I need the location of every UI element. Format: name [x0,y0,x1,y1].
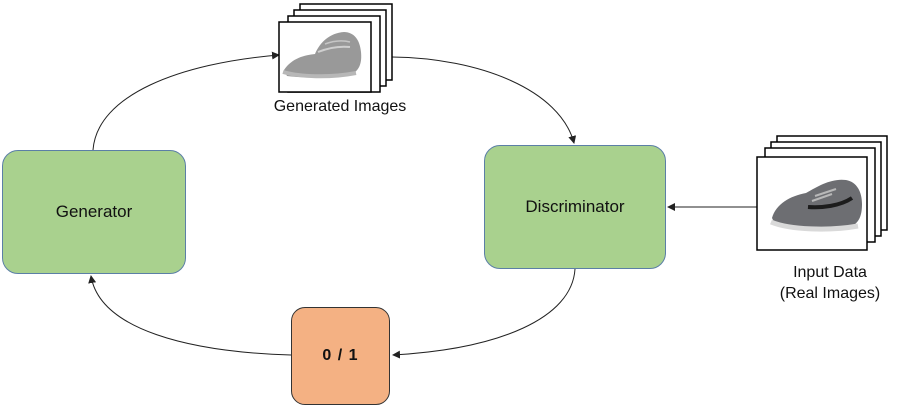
output-label: 0 / 1 [322,347,359,364]
real-sneaker-icon [770,179,862,232]
arrow-generated-images-to-discriminator [391,56,577,144]
arrow-discriminator-to-output [392,268,576,359]
discriminator-node: Discriminator [484,145,666,269]
arrow-generator-to-generated-images [92,51,280,151]
discriminator-label: Discriminator [525,197,625,216]
real-images-stack-icon [756,135,888,251]
input-data-caption: Input Data (Real Images) [760,262,900,304]
generated-images-stack-icon [278,3,393,93]
output-node: 0 / 1 [291,307,390,405]
generated-images-caption: Generated Images [273,98,407,115]
input-data-label: Input Data [793,264,867,281]
generator-node: Generator [2,150,186,274]
real-images-label: (Real Images) [779,285,881,302]
arrow-output-to-generator [88,275,292,356]
generator-label: Generator [55,202,133,221]
generated-sneaker-icon [282,32,362,79]
